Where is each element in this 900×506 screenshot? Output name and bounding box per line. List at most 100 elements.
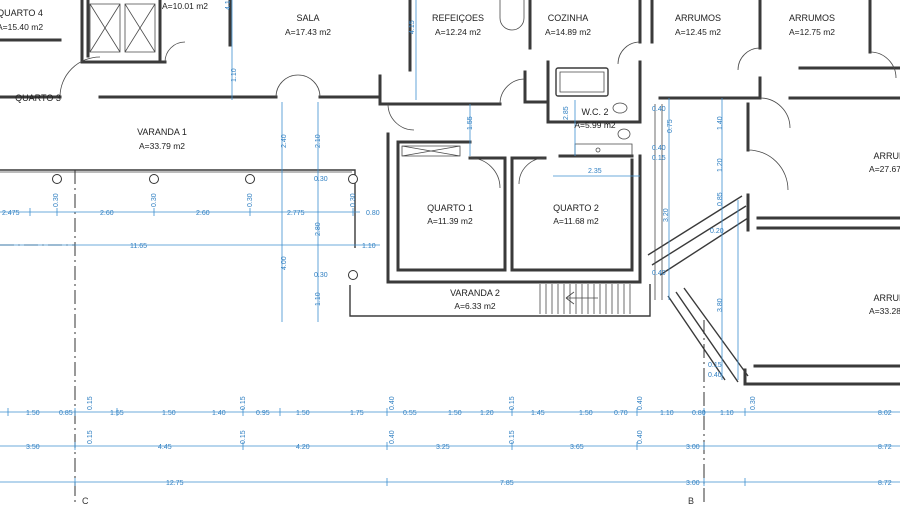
room-name-arrumos-1: ARRUMOS	[675, 13, 721, 23]
dim-label: 1.50	[579, 410, 593, 417]
dim-label: 0.30	[350, 193, 357, 207]
dim-label: 1.50	[448, 410, 462, 417]
room-name-cozinha: COZINHA	[548, 13, 589, 23]
dim-label: 0.40	[389, 430, 396, 444]
dim-label: 0.40	[708, 372, 722, 379]
dim-label: 0.70	[614, 410, 628, 417]
dim-label: 0.15	[509, 430, 516, 444]
room-name-quarto-1: QUARTO 1	[427, 203, 473, 213]
dim-label: 0.40	[652, 270, 666, 277]
dim-label: 1.20	[717, 158, 724, 172]
dim-label: 1.50	[162, 410, 176, 417]
dim-label: 0.15	[708, 362, 722, 369]
dim-label: 0.85	[717, 192, 724, 206]
dim-label: 0.30	[314, 272, 328, 279]
room-name-quarto-4: QUARTO 4	[0, 8, 43, 18]
dim-label: 4.15	[409, 20, 416, 34]
dim-label: 2.40	[281, 134, 288, 148]
dimension-labels: 2.475 0.30 2.60 0.30 2.60 0.30 2.775 0.3…	[2, 0, 892, 487]
dim-label: 1.40	[717, 116, 724, 130]
dim-label: 0.15	[240, 396, 247, 410]
room-name-varanda-1: VARANDA 1	[137, 127, 187, 137]
dim-label: 7.85	[500, 480, 514, 487]
dim-label: 1.10	[660, 410, 674, 417]
dim-label: 0.15	[652, 155, 666, 162]
dim-label: 0.80	[692, 410, 706, 417]
dimension-lines	[0, 0, 900, 483]
dim-label: 2.35	[588, 168, 602, 175]
dim-label: 0.30	[53, 193, 60, 207]
room-name-quarto-2: QUARTO 2	[553, 203, 599, 213]
dim-label: 4.15	[225, 0, 232, 10]
dim-label: 8.72	[878, 444, 892, 451]
dim-label: 1.50	[296, 410, 310, 417]
dim-label: 0.15	[240, 430, 247, 444]
dim-label: 0.85	[59, 410, 73, 417]
room-area-wc-2: A=5.99 m2	[574, 120, 616, 130]
dim-label: 3.00	[686, 444, 700, 451]
dim-label: 0.40	[637, 396, 644, 410]
room-name-sala: SALA	[296, 13, 319, 23]
axis-label-b: B	[688, 496, 694, 506]
dim-label: 2.60	[100, 210, 114, 217]
room-area-quarto-1: A=11.39 m2	[427, 216, 473, 226]
room-name-arrum-1: ARRUM	[874, 151, 900, 161]
dim-label: 0.75	[667, 119, 674, 133]
dim-label: 2.475	[2, 210, 20, 217]
dim-label: 3.25	[436, 444, 450, 451]
room-area-arrum-2: A=33.28	[869, 306, 900, 316]
room-area-bath-1: A=10.01 m2	[162, 1, 208, 11]
axis-labels: C B	[82, 496, 694, 506]
dim-label: 0.20	[710, 228, 724, 235]
room-area-varanda-2: A=6.33 m2	[454, 301, 496, 311]
dim-label: 0.40	[652, 145, 666, 152]
dim-label: 2.80	[315, 222, 322, 236]
dim-label: 0.30	[314, 176, 328, 183]
dim-label: 0.40	[389, 396, 396, 410]
door-swings	[59, 41, 897, 191]
room-name-quarto-3: QUARTO 3	[15, 93, 61, 103]
dim-label: 0.95	[256, 410, 270, 417]
dim-label: 4.00	[281, 256, 288, 270]
columns	[52, 174, 358, 280]
axis-label-c: C	[82, 496, 89, 506]
fixtures	[0, 0, 749, 383]
dim-label: 0.30	[247, 193, 254, 207]
dim-label: 1.10	[362, 243, 376, 250]
dim-label: 1.20	[480, 410, 494, 417]
dim-label: 12.75	[166, 480, 184, 487]
dim-label: 0.30	[151, 193, 158, 207]
room-area-arrumos-1: A=12.45 m2	[675, 27, 721, 37]
dim-label: 0.40	[652, 106, 666, 113]
dim-label: 0.30	[750, 396, 757, 410]
room-area-arrum-1: A=27.67	[869, 164, 900, 174]
dim-label: 1.10	[315, 292, 322, 306]
dim-label: 0.55	[403, 410, 417, 417]
room-area-varanda-1: A=33.79 m2	[139, 141, 185, 151]
dim-label: 0.15	[87, 396, 94, 410]
room-area-quarto-2: A=11.68 m2	[553, 216, 599, 226]
dim-label: 1.55	[467, 116, 474, 130]
dim-label: 1.45	[531, 410, 545, 417]
dim-label: 2.775	[287, 210, 305, 217]
room-area-sala: A=17.43 m2	[285, 27, 331, 37]
dim-label: 2.10	[315, 134, 322, 148]
dim-label: 0.40	[637, 430, 644, 444]
dim-label: 3.80	[717, 298, 724, 312]
room-name-refeicoes: REFEIÇOES	[432, 13, 484, 23]
room-area-refeicoes: A=12.24 m2	[435, 27, 481, 37]
dim-label: 8.72	[878, 480, 892, 487]
dim-label: 4.45	[158, 444, 172, 451]
dim-label: 1.10	[231, 68, 238, 82]
dim-label: 1.10	[720, 410, 734, 417]
dim-label: 2.60	[196, 210, 210, 217]
room-area-cozinha: A=14.89 m2	[545, 27, 591, 37]
dim-label: 3.20	[663, 208, 670, 222]
room-name-varanda-2: VARANDA 2	[450, 288, 500, 298]
dimension-ticks	[7, 208, 746, 486]
dim-label: 0.15	[87, 430, 94, 444]
room-area-arrumos-2: A=12.75 m2	[789, 27, 835, 37]
dim-label: 3.65	[570, 444, 584, 451]
dim-label: 8.02	[878, 410, 892, 417]
